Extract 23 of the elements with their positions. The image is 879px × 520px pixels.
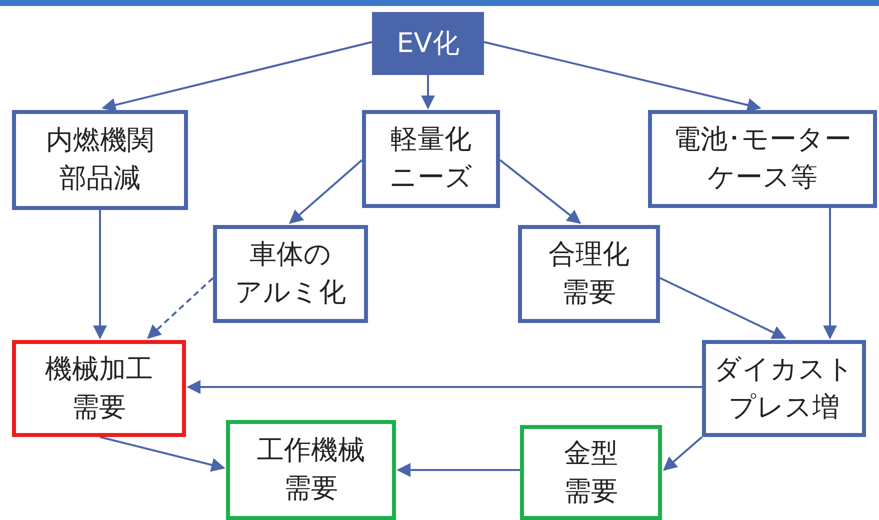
process-box: 内燃機関部品減: [12, 110, 188, 210]
arrow: [660, 277, 786, 339]
arrow: [396, 463, 520, 477]
highlighted-box: 機械加工需要: [12, 340, 186, 437]
process-box: 軽量化ニーズ: [362, 110, 500, 208]
title-box: EV化: [372, 12, 484, 75]
arrow: [288, 159, 363, 224]
arrow: [93, 210, 107, 340]
arrow: [146, 277, 214, 339]
highlighted-box: 工作機械需要: [226, 420, 396, 520]
arrow: [421, 75, 435, 110]
process-box: 電池･モーターケース等: [648, 110, 877, 208]
highlighted-box: 金型需要: [520, 425, 662, 520]
arrow: [100, 436, 226, 472]
process-box: 車体のアルミ化: [213, 225, 368, 323]
arrow: [662, 436, 703, 471]
arrow: [484, 41, 762, 112]
process-box: 合理化需要: [518, 225, 660, 323]
process-box: ダイカストプレス増: [702, 340, 866, 437]
arrow: [102, 41, 372, 112]
arrow: [186, 380, 702, 394]
arrow: [499, 159, 582, 224]
arrow: [823, 208, 837, 340]
